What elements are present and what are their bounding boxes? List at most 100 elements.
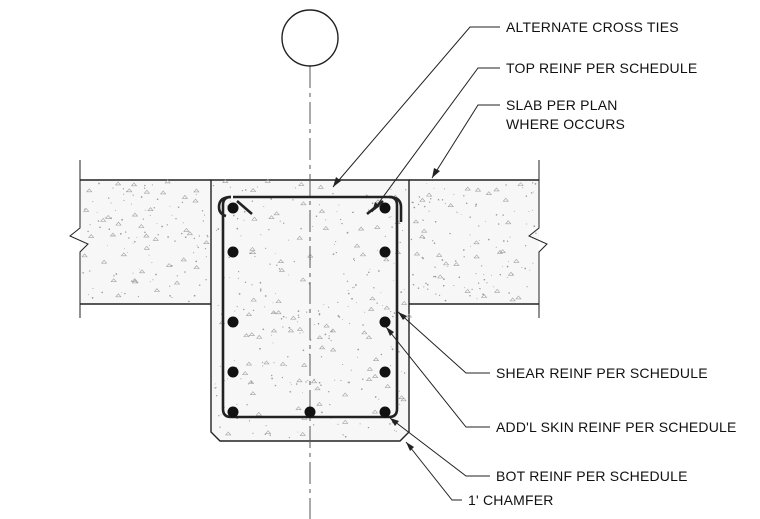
stipple-dot — [115, 273, 118, 275]
aggregate-mark — [165, 263, 173, 267]
stipple-dot — [156, 222, 158, 224]
aggregate-mark — [400, 397, 407, 402]
slab-left-fill — [80, 180, 211, 304]
stipple-dot — [463, 256, 465, 258]
stipple-dot — [392, 315, 394, 318]
stipple-dot — [249, 252, 251, 255]
stipple-dot — [368, 209, 370, 211]
stipple-dot — [399, 403, 401, 405]
stipple-dot — [270, 198, 273, 200]
rebar-9 — [227, 406, 239, 418]
stipple-dot — [153, 207, 156, 209]
aggregate-mark — [152, 237, 159, 241]
stipple-dot — [144, 187, 146, 189]
stipple-dot — [502, 214, 504, 216]
aggregate-mark — [365, 377, 373, 381]
stipple-dot — [423, 286, 425, 288]
stipple-dot — [336, 210, 338, 212]
aggregate-mark — [183, 227, 190, 232]
stirrup-hook-right — [388, 195, 403, 222]
stipple-dot — [430, 195, 432, 197]
stipple-dot — [264, 247, 267, 249]
stipple-dot — [167, 236, 169, 238]
stipple-dot — [325, 219, 327, 221]
stipple-dot — [212, 184, 215, 187]
stipple-dot — [353, 286, 355, 288]
stipple-dot — [393, 312, 396, 314]
aggregate-mark — [249, 188, 257, 192]
stipple-dot — [287, 274, 289, 276]
stipple-dot — [290, 383, 292, 385]
leader-shear-reinf — [397, 311, 490, 374]
stipple-dot — [399, 241, 401, 244]
stipple-dot — [228, 256, 230, 259]
stipple-dot — [122, 188, 125, 190]
stipple-dot — [391, 226, 393, 228]
aggregate-mark — [329, 347, 337, 352]
stipple-dot — [338, 316, 341, 318]
aggregate-mark — [181, 194, 189, 199]
aggregate-mark — [310, 379, 318, 384]
stipple-dot — [341, 222, 343, 225]
aggregate-mark — [299, 431, 306, 436]
stipple-dot — [441, 199, 444, 201]
stipple-dot — [127, 251, 129, 253]
stipple-dot — [331, 330, 333, 332]
stipple-dot — [357, 348, 360, 351]
aggregate-mark — [318, 345, 326, 350]
stipple-dot — [285, 317, 287, 319]
aggregate-mark — [86, 188, 93, 193]
stipple-dot — [181, 201, 184, 204]
stipple-dot — [454, 260, 457, 262]
stirrup-hook-left — [217, 195, 232, 218]
aggregate-mark — [249, 250, 257, 254]
stipple-dot — [315, 215, 318, 217]
stipple-dot — [390, 346, 392, 348]
stipple-dot — [236, 306, 238, 308]
hook-tail-left — [236, 200, 253, 215]
stipple-dot — [507, 260, 509, 262]
stipple-dot — [327, 306, 330, 308]
stipple-dot — [411, 201, 413, 203]
aggregate-mark — [143, 189, 151, 194]
stipple-dot — [495, 246, 497, 248]
stipple-dot — [92, 201, 94, 203]
stipple-dot — [161, 225, 163, 228]
stipple-dot — [134, 240, 136, 243]
stipple-dot — [417, 203, 420, 206]
aggregate-mark — [83, 207, 90, 212]
stipple-dot — [328, 391, 330, 393]
stipple-dot — [283, 222, 285, 224]
stipple-dot — [323, 304, 325, 306]
aggregate-mark — [301, 362, 308, 367]
aggregate-mark — [81, 253, 88, 258]
aggregate-mark — [421, 228, 428, 233]
aggregate-mark — [193, 265, 200, 269]
slab — [69, 160, 548, 318]
stipple-dot — [318, 204, 320, 206]
stipple-dot — [256, 186, 258, 188]
stipple-dot — [378, 398, 380, 400]
stipple-dot — [532, 182, 534, 184]
aggregate-mark — [243, 333, 250, 338]
stipple-dot — [390, 188, 392, 190]
aggregate-mark — [264, 178, 271, 183]
stipple-dot — [297, 310, 300, 312]
stipple-dot — [264, 295, 267, 297]
stipple-dot — [269, 263, 271, 265]
leader-top-reinf-arrow — [372, 202, 380, 212]
aggregate-mark — [436, 252, 443, 257]
stipple-dot — [293, 260, 295, 263]
stipple-dot — [241, 189, 244, 192]
aggregate-mark — [115, 293, 122, 298]
stipple-dot — [526, 286, 528, 288]
stipple-dot — [378, 270, 380, 272]
stipple-dot — [229, 186, 231, 188]
aggregate-mark — [180, 257, 187, 262]
aggregate-mark — [323, 323, 330, 328]
aggregate-mark — [437, 274, 444, 279]
stipple-dot — [434, 275, 437, 278]
aggregate-mark — [299, 277, 307, 282]
aggregate-mark — [242, 371, 249, 375]
aggregate-mark — [442, 261, 450, 266]
